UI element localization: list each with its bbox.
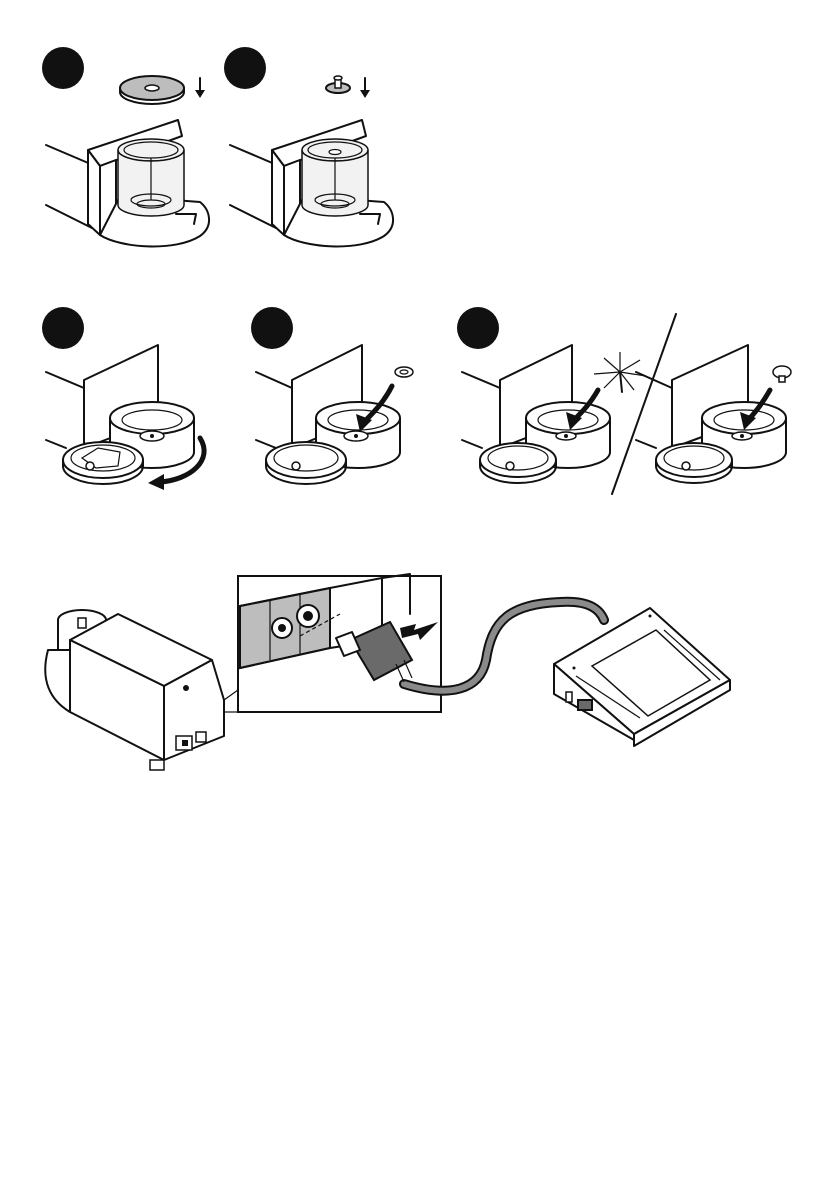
terminal-display-icon bbox=[554, 608, 730, 746]
panel-5b-cap bbox=[636, 345, 791, 483]
step-5-marker bbox=[457, 307, 499, 349]
step-1-marker bbox=[42, 47, 84, 89]
panel-6-connect-terminal bbox=[45, 574, 730, 770]
step-4-marker bbox=[251, 307, 293, 349]
retainer-ring-icon bbox=[395, 367, 413, 377]
weighing-pan-icon bbox=[326, 76, 350, 93]
panel-4-insert-ring bbox=[256, 345, 413, 484]
down-arrow-icon bbox=[195, 78, 205, 98]
panel-5a-filter-holder bbox=[462, 345, 646, 483]
step-3-marker bbox=[42, 307, 84, 349]
panel-2-balance bbox=[230, 76, 393, 246]
panel-3-open-shield bbox=[46, 345, 204, 490]
panel-1-balance bbox=[46, 76, 209, 246]
cap-icon bbox=[773, 366, 791, 382]
down-arrow-icon bbox=[360, 78, 370, 98]
shield-disk-icon bbox=[120, 76, 184, 104]
balance-draft-shield-icon bbox=[45, 610, 224, 770]
step-2-marker bbox=[224, 47, 266, 89]
